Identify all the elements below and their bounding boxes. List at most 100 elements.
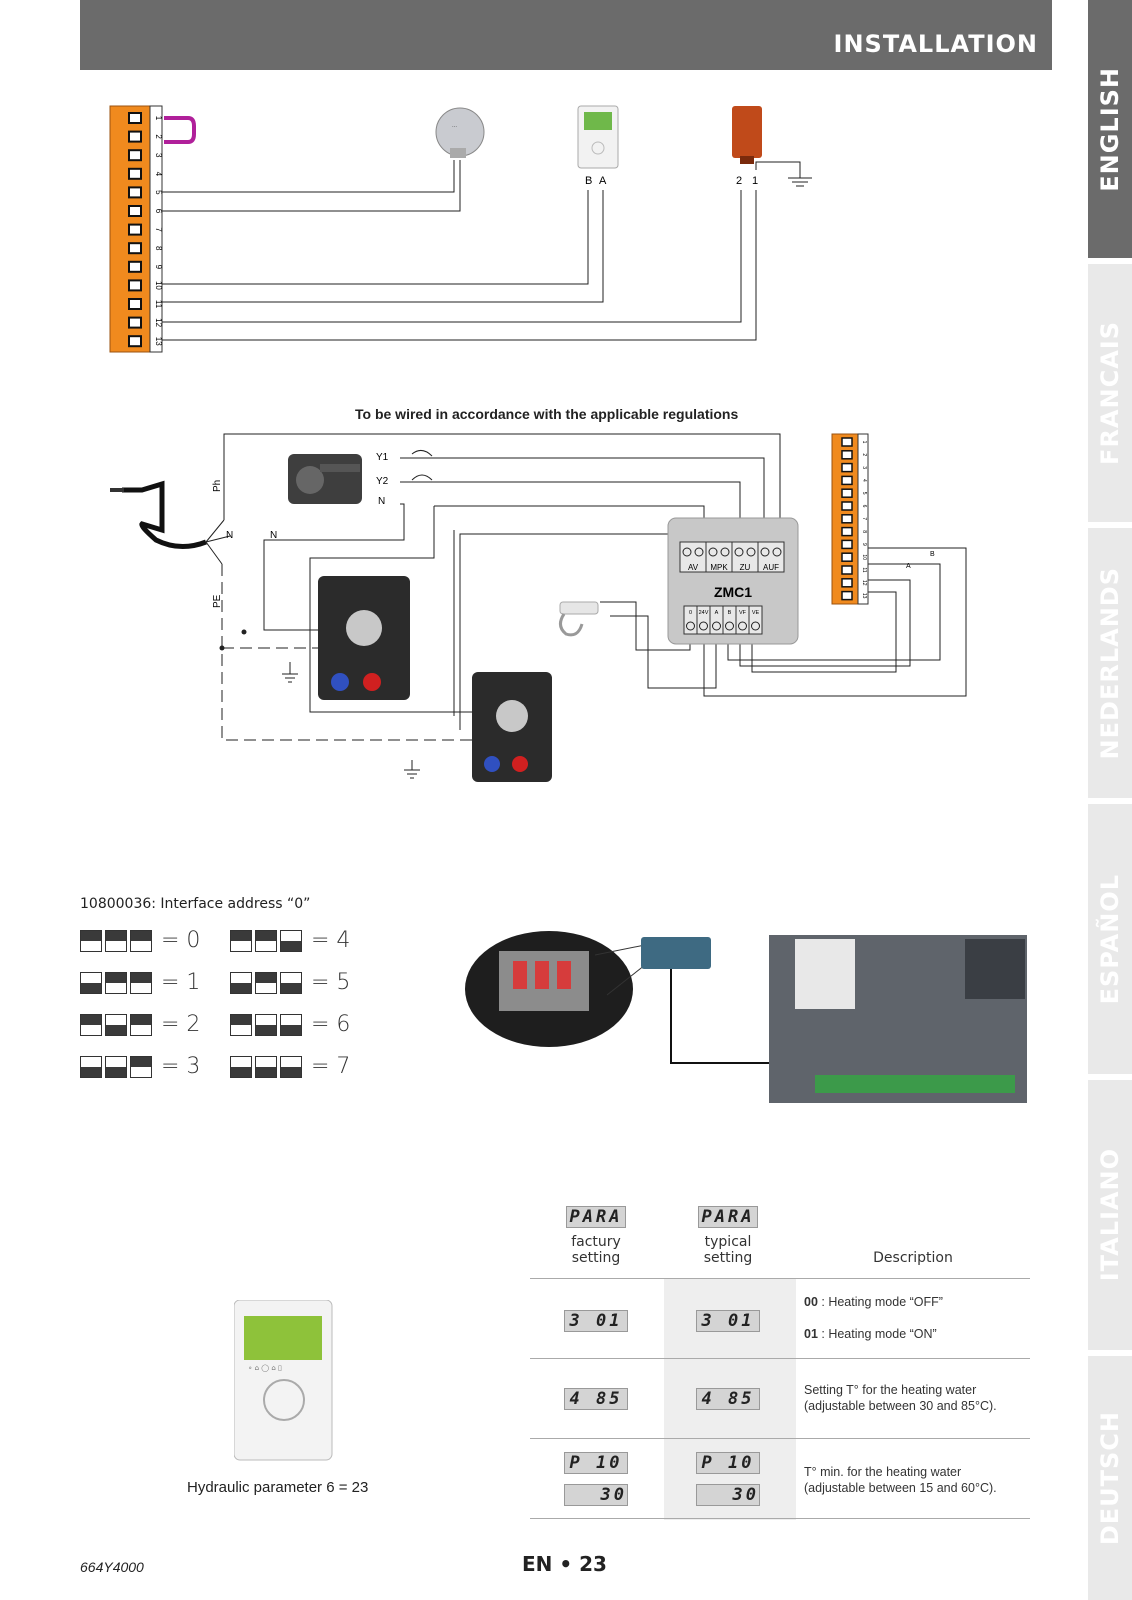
ground-icon-1 [282,662,298,683]
zmc-bottom-label: B [728,610,732,616]
dip-switch-icon [105,971,127,994]
zmc-bottom-label: VE [752,610,760,616]
rotate-cw-icon [411,474,433,481]
zmc-top-label: AV [688,563,699,572]
label-y2: Y2 [376,476,389,487]
tab-italiano-label: ITALIANO [1096,1148,1124,1282]
terminal-number: 13 [861,593,867,599]
tab-espanol[interactable]: ESPAÑOL [1088,804,1132,1074]
zmc-top-terminal [705,541,733,573]
tab-nederlands-label: NEDERLANDS [1096,566,1124,760]
terminal-number: 3 [861,466,867,469]
terminal-number: 12 [861,580,867,586]
thermostat-display [244,1316,322,1360]
dip-code-value: = 3 [161,1054,201,1079]
label-ph: Ph [212,480,223,492]
terminal-number: 10 [154,281,163,290]
terminal-screw-icon [841,552,853,562]
tab-deutsch[interactable]: DEUTSCH [1088,1356,1132,1600]
dip-switch-icon [130,1055,152,1078]
tab-nederlands[interactable]: NEDERLANDS [1088,528,1132,798]
dip-switch-icon [105,1055,127,1078]
terminal-number: 12 [154,318,163,327]
row2-desc: Setting T° for the heating water (adjust… [804,1383,997,1413]
row3-typical-lcd: P 10 [696,1452,760,1474]
terminal-screw-icon [128,167,142,180]
terminal-number: 11 [861,567,867,572]
dip-code-value: = 6 [311,1012,351,1037]
terminal-screw-icon [128,298,142,310]
terminal-number: 3 [154,153,163,158]
pump-group-1-icon [318,576,410,700]
tab-deutsch-label: DEUTSCH [1096,1410,1124,1546]
dip-code-value: = 5 [311,970,351,995]
terminal-number: 7 [154,227,163,232]
typical-header-lcd: PARA [698,1206,758,1228]
zmc-top-label: AUF [763,563,779,572]
row2-factory-lcd: 4 85 [564,1388,628,1410]
dip-code-1: = 1 [80,970,200,995]
tab-espanol-label: ESPAÑOL [1096,873,1124,1005]
terminal-number: 4 [861,479,867,482]
page-number: EN • 23 [522,1552,607,1576]
terminal-screw-icon [128,316,142,329]
dip-switch-icon [280,1055,302,1078]
factory-setting-header: factury setting [571,1234,621,1266]
terminal-number: 8 [154,246,163,251]
terminal-number: 5 [861,492,867,495]
controller-caption: Hydraulic parameter 6 = 23 [187,1479,369,1496]
dip-code-value: = 1 [161,970,201,995]
terminal-number: 4 [154,172,163,177]
row1-typical-lcd: 3 01 [696,1310,760,1332]
terminal-screw-icon [128,242,142,255]
terminal-screw-icon [841,488,853,498]
tab-english-label: ENGLISH [1096,66,1124,192]
dip-switch-icon [230,971,252,994]
dip-code-4: = 4 [230,928,350,953]
label-y1: Y1 [376,452,389,463]
zmc-bottom-label: 24V [699,610,709,616]
tab-francais[interactable]: FRANCAIS [1088,264,1132,522]
zmc1-label: ZMC1 [714,584,752,600]
tab-italiano[interactable]: ITALIANO [1088,1080,1132,1350]
terminal-screw-icon [128,260,142,273]
dip-switch-icon [130,971,152,994]
zmc-top-label: MPK [710,563,728,572]
room-thermostat-photo: ∘ ⌂ ◯ ⌂ ▯ [234,1300,333,1461]
dip-code-value: = 0 [161,928,201,953]
terminal-number: 7 [861,517,867,520]
terminal-screw-icon [841,475,853,486]
terminal-number: 2 [154,134,163,139]
terminal-screw-icon [841,565,853,575]
row1-desc-line2: 01 : Heating mode “ON” [804,1326,1024,1342]
dip-code-2: = 2 [80,1012,200,1037]
dip-switch-icon [105,929,127,952]
interface-module-icon [641,937,711,969]
dip-code-6: = 6 [230,1012,350,1037]
tab-francais-label: FRANCAIS [1096,321,1124,465]
rotate-ccw-icon [411,450,433,457]
zmc-top-label: ZU [740,563,751,572]
dip-code-5: = 5 [230,970,350,995]
bus-label-b: B [930,551,935,558]
dip-switch-icon [80,971,102,994]
terminal-number: 6 [154,209,163,214]
terminal-screw-icon [841,450,853,460]
label-n-valve: N [378,496,385,507]
terminal-number: 2 [861,453,867,456]
terminal-number: 11 [154,300,163,309]
terminal-screw-icon [128,186,142,199]
bus-label-a: A [906,563,911,570]
tab-english[interactable]: ENGLISH [1088,0,1132,258]
terminal-screw-icon [841,501,853,511]
svg-text:∘ ⌂ ◯ ⌂ ▯: ∘ ⌂ ◯ ⌂ ▯ [248,1364,282,1372]
terminal-screw-icon [128,149,142,162]
label-n-pump: N [270,530,277,541]
dip-switch-icon [230,929,252,952]
room-controller-icon [577,105,619,169]
zmc-bottom-terminal [748,605,763,635]
row3-typical-lcd2: 30 [696,1484,760,1506]
terminal-number: 1 [154,116,163,121]
row1-factory-lcd: 3 01 [564,1310,628,1332]
